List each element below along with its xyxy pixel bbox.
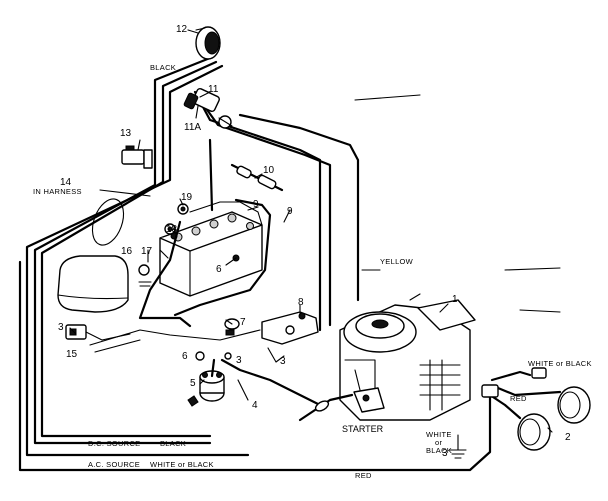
starter-plug: [314, 400, 330, 412]
label-dc-black: BLACK: [160, 439, 186, 448]
toggle-switch-13: [121, 145, 153, 169]
callout-3b: 3: [236, 355, 242, 366]
callout-11: 11: [208, 84, 219, 95]
callout-9a: 9: [253, 199, 259, 210]
callout-12: 12: [176, 24, 188, 35]
callout-7: 7: [240, 317, 246, 328]
connector-15: [65, 324, 131, 341]
main-harness: [18, 56, 492, 472]
callout-10: 10: [263, 165, 275, 176]
engine-1: [339, 299, 476, 421]
callout-13: 13: [120, 128, 132, 139]
callout-15: 15: [66, 349, 78, 360]
callout-17: 17: [141, 246, 153, 257]
label-starter: STARTER: [342, 424, 384, 434]
callout-3c: 3: [280, 356, 286, 367]
callout-2: 2: [565, 432, 571, 443]
terminal-18: [164, 223, 176, 235]
label-ac-white-black: WHITE or BLACK: [150, 460, 214, 469]
callout-8: 8: [298, 297, 304, 308]
label-black-lower: BLACK: [426, 446, 452, 455]
harness-indicator-14: [91, 198, 125, 246]
wire-labels: BLACK IN HARNESS YELLOW STARTER D.C. SOU…: [33, 63, 592, 480]
headlight-2a: [517, 413, 551, 451]
callout-9b: 9: [287, 206, 293, 217]
battery-17: [159, 201, 263, 297]
terminal-3c: [224, 352, 232, 360]
leader-lines: [69, 29, 553, 433]
label-in-harness: IN HARNESS: [33, 187, 82, 196]
fuse-holder-10: [230, 163, 284, 192]
callout-6a: 6: [216, 264, 222, 275]
label-ac-source: A.C. SOURCE: [88, 460, 140, 469]
callout-4: 4: [252, 400, 258, 411]
label-or: or: [435, 438, 442, 447]
label-red-bottom: RED: [355, 471, 372, 480]
label-black-top: BLACK: [150, 63, 176, 72]
label-dc-source: D.C. SOURCE: [88, 439, 140, 448]
callout-14: 14: [60, 177, 72, 188]
callout-6b: 6: [182, 351, 188, 362]
terminal-6b: [195, 351, 205, 361]
fuel-tank: [57, 255, 129, 313]
headlight-2b: [557, 386, 591, 424]
callout-18: 18: [166, 224, 178, 235]
bolt-16: [138, 264, 152, 287]
switch-8: [261, 311, 319, 363]
callout-19: 19: [181, 192, 193, 203]
ground-3: [449, 434, 467, 459]
label-white: WHITE: [426, 430, 452, 439]
light-connector: [531, 367, 547, 379]
gauge-12: [195, 26, 221, 60]
callout-3d: 3: [442, 448, 448, 459]
callout-1: 1: [452, 294, 458, 305]
label-red-right: RED: [510, 394, 527, 403]
callout-16: 16: [121, 246, 133, 257]
label-yellow: YELLOW: [380, 257, 414, 266]
callout-5: 5: [190, 378, 196, 389]
callouts: 12 11 11A 10 13 14 19 9 9 18 16 17 6 1 8…: [58, 24, 571, 459]
callout-3a: 3: [58, 322, 64, 333]
plug-7: [224, 318, 240, 336]
label-white-black-right: WHITE or BLACK: [528, 359, 592, 368]
callout-11a: 11A: [184, 122, 201, 133]
